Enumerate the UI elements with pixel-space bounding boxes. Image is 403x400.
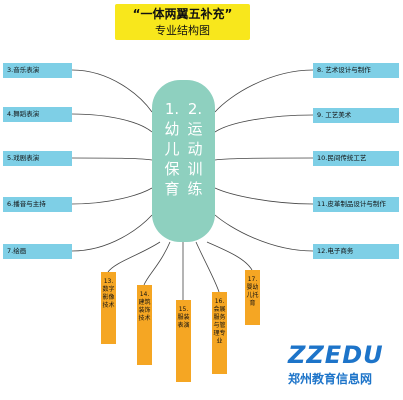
connector-bottom-14: [143, 241, 171, 286]
major-4: 4.舞蹈表演: [3, 107, 72, 122]
major-3: 3.音乐表演: [3, 63, 72, 78]
major-14: 14.建筑装饰技术: [137, 285, 152, 365]
connector-right-12: [214, 214, 314, 252]
major-12: 12.电子商务: [313, 244, 399, 259]
major-9: 9. 工艺美术: [313, 108, 399, 123]
major-17: 17.婴幼儿托育: [245, 270, 260, 325]
major-6: 6.播音与主持: [3, 197, 72, 212]
center-core-box: 1.幼儿保育 2.运动训练: [152, 80, 215, 242]
connector-bottom-13: [107, 241, 161, 273]
connector-right-9: [214, 114, 314, 133]
site-logo: ZZEDU 郑州教育信息网: [288, 340, 400, 396]
connector-left-4: [71, 113, 153, 133]
connector-bottom-16: [195, 241, 220, 293]
logo-wordmark: ZZEDU: [288, 341, 384, 369]
connector-right-8: [214, 69, 314, 113]
connector-left-3: [71, 69, 153, 113]
major-8: 8. 艺术设计与制作: [313, 63, 399, 78]
title-main: “一体两翼五补充”: [132, 7, 233, 21]
major-11: 11.皮革制品设计与制作: [313, 197, 399, 212]
logo-site-name: 郑州教育信息网: [288, 372, 373, 386]
connector-right-10: [214, 157, 314, 161]
connector-left-6: [71, 187, 153, 205]
connector-right-11: [214, 187, 314, 205]
major-13: 13.数字影像技术: [101, 272, 116, 344]
connector-bottom-17: [206, 241, 253, 271]
major-15: 15.服装表演: [176, 300, 191, 382]
major-10: 10.民间传统工艺: [313, 151, 399, 166]
connector-left-5: [71, 157, 153, 161]
major-16: 16.会展服务与管理专业: [212, 292, 227, 374]
major-5: 5.戏剧表演: [3, 151, 72, 166]
title-sub: 专业结构图: [155, 24, 210, 37]
title-box: “一体两翼五补充” 专业结构图: [115, 4, 250, 40]
major-7: 7.绘画: [3, 244, 72, 259]
center-major-1: 1.幼儿保育: [164, 100, 180, 198]
center-major-2: 2.运动训练: [187, 100, 203, 198]
connector-left-7: [71, 214, 153, 252]
